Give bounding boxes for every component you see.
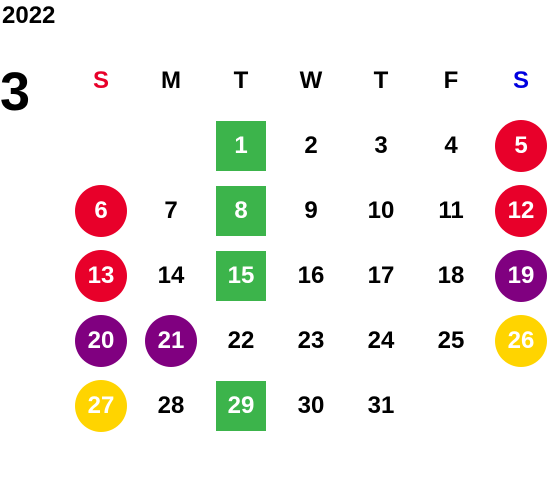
day-number: 7	[164, 196, 178, 224]
calendar-day-cell[interactable]: 28	[136, 373, 206, 438]
calendar-day-cell[interactable]: 31	[346, 373, 416, 438]
weekday-label-thu: T	[373, 67, 389, 94]
day-number-circled: 5	[495, 119, 547, 172]
calendar-day-cell[interactable]: 23	[276, 308, 346, 373]
day-number-circled: 13	[75, 249, 127, 302]
calendar-day-cell[interactable]: 14	[136, 243, 206, 308]
day-number-highlighted: 1	[216, 120, 266, 171]
weekday-label-fri: F	[443, 67, 459, 94]
day-number: 14	[157, 261, 185, 289]
calendar-day-cell[interactable]: 19	[486, 243, 548, 308]
day-number: 17	[367, 261, 395, 289]
calendar-day-cell[interactable]: 12	[486, 178, 548, 243]
calendar-day-cell[interactable]: 16	[276, 243, 346, 308]
calendar-day-cell[interactable]: 21	[136, 308, 206, 373]
calendar-day-cell[interactable]: 26	[486, 308, 548, 373]
day-number-circled: 26	[495, 314, 547, 367]
calendar-day-cell[interactable]: 11	[416, 178, 486, 243]
day-number: 9	[304, 196, 318, 224]
weekday-label-sun: S	[92, 67, 109, 94]
calendar-day-cell[interactable]: 15	[206, 243, 276, 308]
day-number: 25	[437, 326, 465, 354]
calendar-day-cell[interactable]: 4	[416, 113, 486, 178]
weekday-label-sat: S	[512, 67, 529, 94]
day-number: 23	[297, 326, 325, 354]
day-number: 22	[227, 326, 255, 354]
day-number-circled: 19	[495, 249, 547, 302]
calendar-day-cell[interactable]: 3	[346, 113, 416, 178]
calendar-day-cell[interactable]: 18	[416, 243, 486, 308]
calendar-day-cell[interactable]: 30	[276, 373, 346, 438]
weekday-label-wed: W	[299, 67, 323, 94]
calendar-day-cell[interactable]: 8	[206, 178, 276, 243]
day-number: 28	[157, 391, 185, 419]
calendar-day-cell[interactable]: 2	[276, 113, 346, 178]
calendar-day-cell[interactable]: 24	[346, 308, 416, 373]
day-number: 16	[297, 261, 325, 289]
calendar-day-cell[interactable]: 20	[66, 308, 136, 373]
calendar-day-cell[interactable]: 29	[206, 373, 276, 438]
weekday-label-tue: T	[233, 67, 249, 94]
day-number: 10	[367, 196, 395, 224]
day-number-highlighted: 29	[216, 380, 266, 431]
day-number-circled: 27	[75, 379, 127, 432]
weekday-label-mon: M	[161, 67, 181, 94]
day-number: 3	[374, 131, 388, 159]
day-number-circled: 12	[495, 184, 547, 237]
day-number: 31	[367, 391, 395, 419]
day-number: 4	[444, 131, 458, 159]
calendar-month: 3	[0, 62, 31, 122]
calendar-day-cell[interactable]: 5	[486, 113, 548, 178]
day-number-circled: 20	[75, 314, 127, 367]
calendar-day-cell[interactable]: 22	[206, 308, 276, 373]
calendar-day-cell[interactable]: 10	[346, 178, 416, 243]
calendar-day-cell[interactable]: 13	[66, 243, 136, 308]
day-number-circled: 6	[75, 184, 127, 237]
day-number-highlighted: 15	[216, 250, 266, 301]
calendar-day-cell[interactable]: 25	[416, 308, 486, 373]
day-number: 24	[367, 326, 395, 354]
day-number: 11	[438, 196, 464, 224]
calendar-year: 2022	[2, 2, 56, 29]
day-number: 2	[304, 131, 318, 159]
calendar-day-cell[interactable]: 1	[206, 113, 276, 178]
calendar-day-cell[interactable]: 27	[66, 373, 136, 438]
calendar-day-cell[interactable]: 6	[66, 178, 136, 243]
day-number: 18	[437, 261, 465, 289]
calendar-day-cell[interactable]: 9	[276, 178, 346, 243]
day-number-highlighted: 8	[216, 185, 266, 236]
calendar-day-cell[interactable]: 7	[136, 178, 206, 243]
day-number-circled: 21	[145, 314, 197, 367]
day-number: 30	[297, 391, 325, 419]
calendar-day-cell[interactable]: 17	[346, 243, 416, 308]
